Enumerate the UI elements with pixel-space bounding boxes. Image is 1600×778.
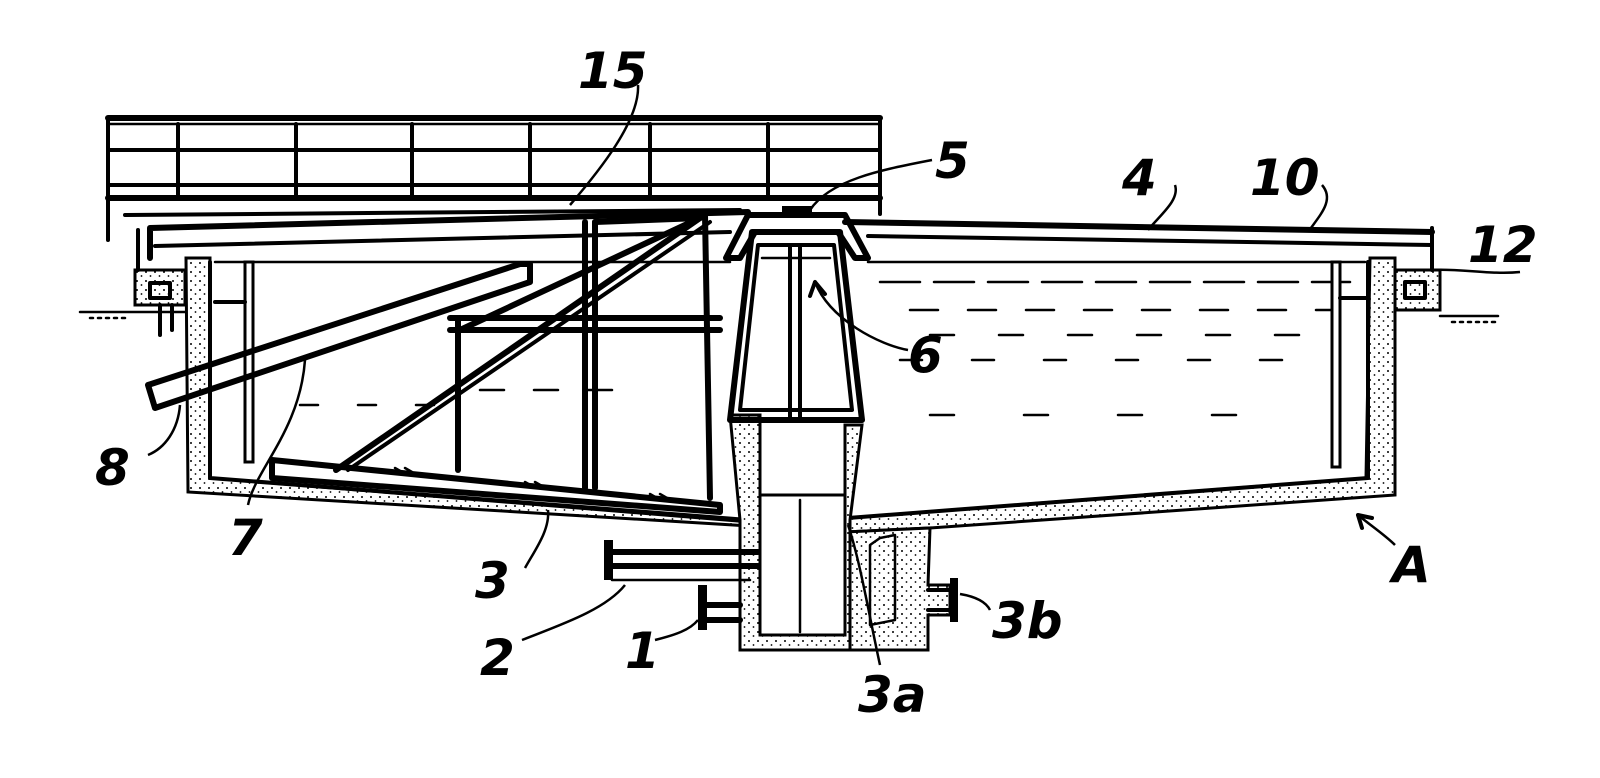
outlet-3b-flange <box>926 578 958 622</box>
label-12: 12 <box>1468 216 1538 274</box>
central-column-core <box>758 493 847 637</box>
effluent-channel-left <box>133 228 187 337</box>
leader-lines <box>147 84 1521 666</box>
label-15: 15 <box>578 42 648 100</box>
baffle-right <box>1330 260 1370 469</box>
leader-8 <box>147 404 182 457</box>
label-3b: 3b <box>992 592 1063 650</box>
leader-12 <box>1429 268 1521 275</box>
sump-inner <box>868 533 897 627</box>
leader-3a <box>846 524 882 666</box>
tank-inner-outline <box>208 260 1370 522</box>
scraper-frame <box>333 212 723 501</box>
tank-wall-concrete <box>184 256 752 528</box>
tank-bottom-right-concrete <box>843 256 1397 534</box>
label-A: A <box>1388 536 1431 594</box>
rotating-head-5 <box>723 212 871 261</box>
leader-4 <box>1147 184 1178 231</box>
leader-2 <box>521 584 626 642</box>
label-4: 4 <box>1121 149 1157 207</box>
label-8: 8 <box>95 439 130 497</box>
water-surface <box>213 260 1367 417</box>
scum-pipe-8 <box>145 261 533 411</box>
leader-1 <box>654 619 699 642</box>
inlet-pipe-1 <box>698 585 743 630</box>
label-5: 5 <box>935 132 970 190</box>
leader-A <box>1357 514 1396 546</box>
leader-15 <box>569 84 640 206</box>
inlet-pipe-2 <box>604 540 761 582</box>
label-3: 3 <box>475 552 510 610</box>
leader-3 <box>523 509 550 569</box>
rotating-arm <box>147 209 1435 261</box>
baffle-left <box>213 260 255 464</box>
leader-5 <box>808 158 933 211</box>
leader-10 <box>1306 184 1329 233</box>
label-10: 10 <box>1250 149 1320 207</box>
ground-line-right <box>1438 314 1500 324</box>
label-6: 6 <box>908 326 943 384</box>
label-3a: 3a <box>858 666 927 724</box>
head-bearing <box>782 206 812 216</box>
label-2: 2 <box>480 629 515 687</box>
arrowhead-6 <box>808 280 827 298</box>
leader-3b <box>959 592 992 611</box>
walkway-bridge <box>105 115 883 242</box>
leader-7 <box>246 359 307 506</box>
arrowhead-A <box>1356 513 1374 530</box>
feed-well-inner <box>738 243 854 412</box>
scraper-blade <box>269 457 723 515</box>
effluent-channel-right <box>1393 226 1442 312</box>
ground-line-left <box>78 310 187 320</box>
label-1: 1 <box>625 622 660 680</box>
label-7: 7 <box>228 509 263 567</box>
leader-6 <box>813 281 909 352</box>
